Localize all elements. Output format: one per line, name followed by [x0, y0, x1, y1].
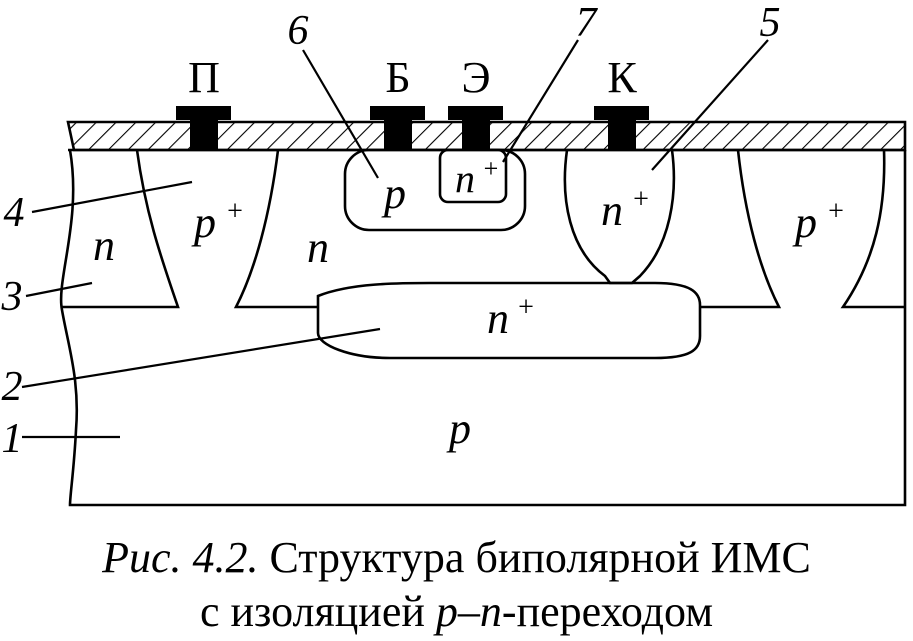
contact-p [176, 106, 231, 150]
right-pplus-group: p + [792, 196, 844, 247]
number-7: 7 [576, 0, 599, 46]
emitter-label: n [455, 156, 475, 201]
right-pplus-sup: + [828, 196, 844, 227]
contact-k [594, 106, 649, 150]
left-pplus-sup: + [227, 196, 243, 227]
leader-2 [21, 327, 381, 389]
terminal-k-label: К [607, 53, 637, 102]
terminal-p-label: П [188, 53, 220, 102]
right-buried-line [700, 149, 782, 309]
number-2: 2 [2, 364, 23, 410]
emitter-label-group: n + [455, 154, 498, 201]
caption-line2-n: n [479, 587, 502, 636]
left-pplus-group: p + [191, 196, 243, 247]
number-1: 1 [2, 416, 23, 462]
left-pplus-label: p [191, 198, 216, 247]
number-3: 3 [1, 274, 23, 320]
right-pplus-label: p [792, 198, 817, 247]
left-n-label: n [93, 221, 115, 270]
caption-line-2: с изоляцией p–n-переходом [0, 590, 913, 634]
center-isolation-left-boundary [233, 149, 318, 309]
caption-line2-dash: – [457, 587, 480, 636]
substrate-outline [59, 149, 907, 507]
leader-6 [302, 49, 379, 179]
number-5: 5 [760, 0, 781, 46]
terminal-e-label: Э [461, 53, 490, 102]
caption-title: Структура биполярной ИМС [258, 533, 811, 582]
leader-5 [651, 39, 769, 171]
caption-line2-p: p [435, 587, 458, 636]
caption-line2-b: -переходом [501, 587, 714, 636]
collector-sinker [563, 149, 676, 285]
buried-label: n [487, 294, 509, 343]
terminal-b-label: Б [385, 53, 410, 102]
center-n-label: n [307, 223, 329, 272]
number-4: 4 [4, 190, 25, 236]
buried-sup: + [518, 292, 534, 323]
contact-e [448, 106, 503, 150]
caption-prefix: Рис. 4.2. [102, 533, 259, 582]
collector-label: n [601, 186, 623, 235]
caption-line2-a: с изоляцией [199, 587, 436, 636]
right-isolation-boundary [840, 149, 905, 309]
emitter-sup: + [484, 154, 499, 183]
leader-4 [31, 180, 193, 214]
caption-line-1: Рис. 4.2. Структура биполярной ИМС [0, 536, 913, 580]
buried-layer-label: n + [487, 292, 534, 343]
collector-sup: + [633, 184, 649, 215]
left-isolation-boundary [62, 149, 180, 309]
number-6: 6 [288, 8, 309, 54]
leader-7 [502, 39, 579, 163]
contact-b [370, 106, 425, 150]
leader-3 [25, 281, 93, 298]
collector-label-group: n + [601, 184, 649, 235]
substrate-label: p [446, 404, 471, 453]
buried-layer [316, 281, 702, 360]
base-label: p [381, 169, 406, 218]
